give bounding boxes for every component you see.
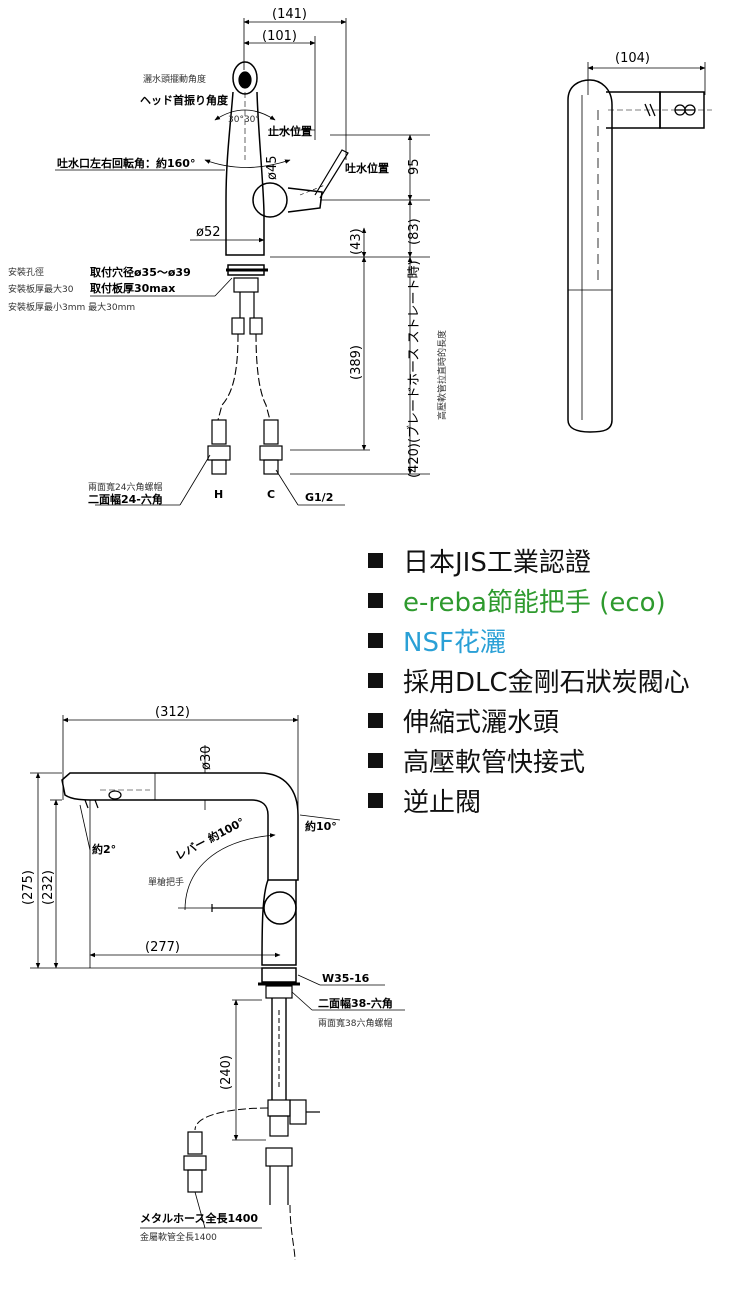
cn-lever: 單槍把手 <box>148 876 184 888</box>
feature-item: 日本JIS工業認證 <box>368 540 690 580</box>
w35-16: W35-16 <box>322 972 370 985</box>
feature-text: 日本JIS工業認證 <box>403 547 591 578</box>
cn-head-angle: 灑水頭擺動角度 <box>143 73 206 85</box>
cn-hole: 安裝孔徑 <box>8 266 44 278</box>
top-front-view <box>55 18 430 506</box>
label-c: C <box>267 488 275 501</box>
water-position: 吐水位置 <box>345 161 389 175</box>
approx-2: 約2° <box>92 842 116 856</box>
feature-text: 採用DLC金剛石狀炭閥心 <box>403 667 690 698</box>
feature-item: 採用DLC金剛石狀炭閥心 <box>368 660 690 700</box>
feature-text: 伸縮式灑水頭 <box>403 707 560 738</box>
dim-277: (277) <box>145 940 180 955</box>
cn-plate-min: 安裝板厚最小3mm 最大30mm <box>8 301 135 313</box>
top-front-view-labels: (141) (101) 灑水頭擺動角度 ヘッド首振り角度 30°30° 止水位置… <box>8 7 448 506</box>
feature-item: e-reba節能把手 (eco) <box>368 580 690 620</box>
bottom-side-view <box>30 715 405 1261</box>
dim-43: (43) <box>349 228 364 255</box>
feature-item: 高壓軟管快接式 <box>368 740 690 780</box>
dim-104: (104) <box>615 51 650 66</box>
dim-141: (141) <box>272 7 307 22</box>
dim-275: (275) <box>21 870 36 905</box>
feature-text: 逆止閥 <box>403 787 482 818</box>
dim-312: (312) <box>155 705 190 720</box>
stop-position: 止水位置 <box>268 124 312 138</box>
angle-30: 30°30° <box>228 115 260 125</box>
dim-232: (232) <box>41 870 56 905</box>
jp-hex-38: 二面幅38-六角 <box>318 996 393 1010</box>
cn-plate: 安裝板厚最大30 <box>8 283 74 295</box>
square-bullet-icon <box>368 792 383 808</box>
dim-240: (240) <box>219 1055 234 1090</box>
lever-100: レバー 約100° <box>173 814 247 862</box>
square-bullet-icon <box>368 592 383 608</box>
square-bullet-icon <box>368 752 383 768</box>
cn-hex-38: 兩面寬38六角螺帽 <box>318 1017 392 1029</box>
feature-text: 高壓軟管快接式 <box>403 747 586 778</box>
side-view <box>567 62 712 433</box>
jp-hex-24: 二面幅24-六角 <box>88 492 163 506</box>
square-bullet-icon <box>368 632 383 648</box>
dia-30: ø30 <box>199 746 214 771</box>
label-h: H <box>214 488 223 501</box>
feature-item: NSF花灑 <box>368 620 690 660</box>
dim-389: (389) <box>349 345 364 380</box>
cn-hose-length: 高壓軟管拉直時的長度 <box>436 330 448 420</box>
feature-text: NSF花灑 <box>403 627 506 658</box>
bottom-side-view-labels: (312) ø30 レバー 約100° 約10° 約2° 單槍把手 (275) … <box>21 705 393 1243</box>
cn-metal-hose: 金屬軟管全長1400 <box>140 1231 217 1243</box>
square-bullet-icon <box>368 552 383 568</box>
dim-101: (101) <box>262 29 297 44</box>
dim-95: 95 <box>407 158 422 175</box>
jp-plate: 取付板厚30max <box>90 281 175 295</box>
feature-item: 伸縮式灑水頭 <box>368 700 690 740</box>
jp-metal-hose: メタルホース全長1400 <box>140 1211 258 1225</box>
dia-45: ø45 <box>265 156 280 181</box>
spout-rotation: 吐水口左右回転角：約160° <box>57 156 195 170</box>
feature-text: e-reba節能把手 (eco) <box>403 587 666 618</box>
feature-list: 日本JIS工業認證 e-reba節能把手 (eco) NSF花灑 採用DLC金剛… <box>368 540 690 820</box>
dia-52: ø52 <box>196 225 221 240</box>
square-bullet-icon <box>368 672 383 688</box>
g-half: G1/2 <box>305 491 333 504</box>
cn-hex-24: 兩面寬24六角螺帽 <box>88 481 162 493</box>
feature-item: 逆止閥 <box>368 780 690 820</box>
square-bullet-icon <box>368 712 383 728</box>
jp-head-angle: ヘッド首振り角度 <box>140 93 229 107</box>
dim-83: (83) <box>407 218 422 245</box>
dim-420: (420)(ブレードホース ストレート時) <box>406 260 422 478</box>
jp-hole: 取付穴径ø35～ø39 <box>90 265 191 279</box>
approx-10: 約10° <box>305 819 337 833</box>
